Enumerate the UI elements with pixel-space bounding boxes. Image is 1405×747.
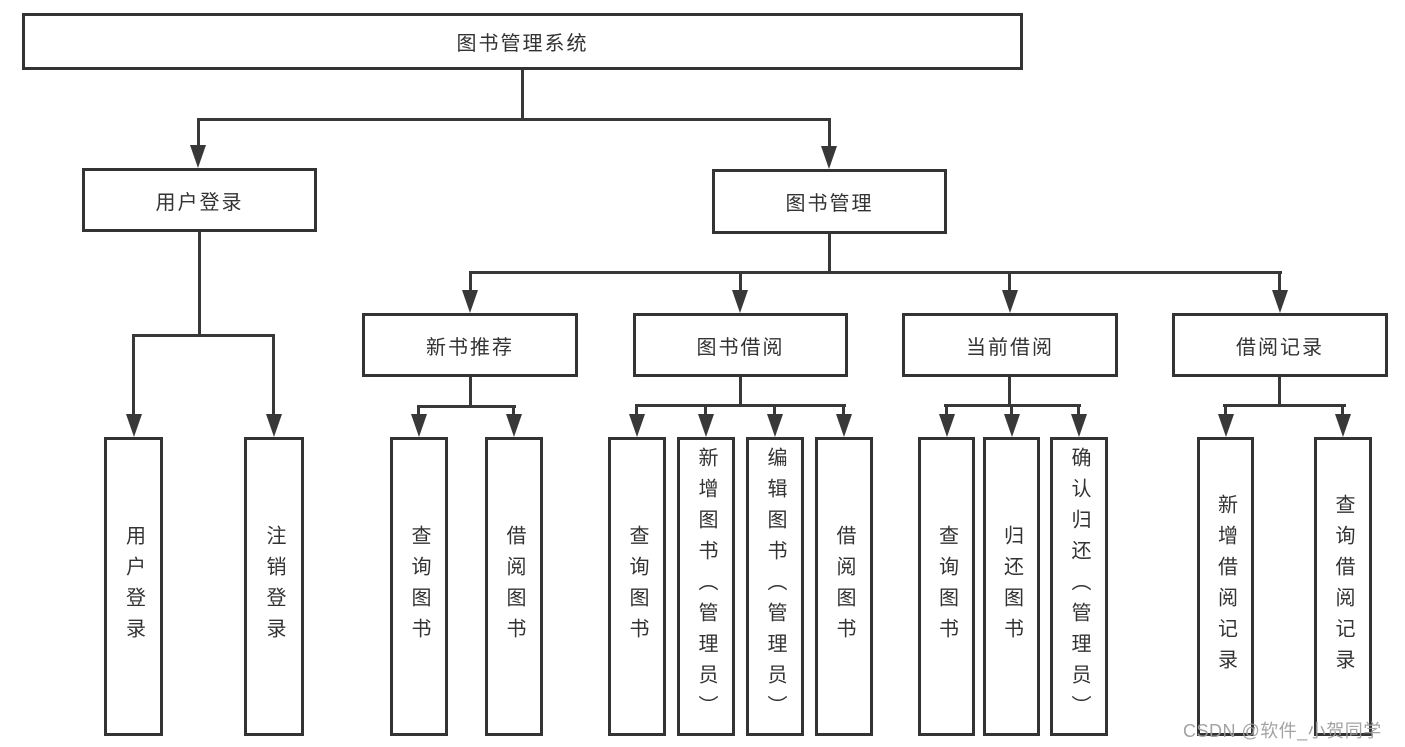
node-book-management: 图书管理 [712, 169, 947, 234]
leaf-query-books-borrowing: 查询图书 [608, 437, 666, 736]
connector-vline [512, 407, 515, 416]
node-book-borrowing: 图书借阅 [633, 313, 848, 377]
node-current-borrowing: 当前借阅 [902, 313, 1118, 377]
connector-vline [1341, 406, 1344, 416]
leaf-add-borrow-record: 新增借阅记录 [1197, 437, 1254, 736]
leaf-edit-books-admin: 编辑图书（管理员） [746, 437, 804, 736]
leaf-label: 查询图书 [408, 524, 430, 649]
leaf-borrow-books-recommend: 借阅图书 [485, 437, 543, 736]
leaf-query-borrow-record: 查询借阅记录 [1314, 437, 1372, 736]
connector-arrowhead-down-icon [836, 414, 852, 437]
connector-vline [197, 120, 200, 147]
csdn-watermark: CSDN @软件_小贺同学 [1183, 721, 1382, 741]
node-library-management-system: 图书管理系统 [22, 13, 1023, 70]
leaf-confirm-return-admin: 确认归还（管理员） [1050, 437, 1108, 736]
connector-vline [739, 377, 742, 407]
connector-vline [1008, 273, 1011, 292]
leaf-query-books-current: 查询图书 [918, 437, 975, 736]
connector-arrowhead-down-icon [732, 290, 748, 313]
node-new-book-recommendation: 新书推荐 [362, 313, 578, 377]
leaf-label: 用户登录 [122, 524, 145, 649]
leaf-logout-login: 注销登录 [244, 437, 304, 736]
connector-arrowhead-down-icon [462, 290, 478, 313]
connector-arrowhead-down-icon [698, 414, 714, 437]
connector-arrowhead-down-icon [506, 414, 522, 437]
connector-arrowhead-down-icon [767, 414, 783, 437]
connector-vline [1008, 377, 1011, 407]
connector-hline [469, 271, 1282, 274]
connector-arrowhead-down-icon [1335, 414, 1351, 437]
connector-arrowhead-down-icon [266, 414, 282, 437]
connector-vline [1010, 406, 1013, 416]
connector-vline [1278, 377, 1281, 407]
connector-vline [704, 406, 707, 416]
connector-vline [132, 336, 135, 415]
connector-vline [521, 70, 524, 118]
leaf-label: 新增图书（管理员） [695, 447, 717, 726]
connector-arrowhead-down-icon [1218, 414, 1234, 437]
leaf-return-books: 归还图书 [983, 437, 1040, 736]
connector-vline [842, 406, 845, 416]
leaf-label: 注销登录 [263, 524, 285, 649]
connector-vline [1077, 406, 1080, 416]
leaf-label: 编辑图书（管理员） [764, 447, 786, 726]
connector-arrowhead-down-icon [1002, 290, 1018, 313]
connector-hline [1223, 404, 1346, 407]
connector-vline [469, 377, 472, 408]
connector-vline [828, 120, 831, 147]
connector-hline [944, 404, 1081, 407]
leaf-label: 查询图书 [935, 524, 958, 649]
leaf-label: 新增借阅记录 [1214, 493, 1237, 680]
leaf-label: 查询图书 [626, 524, 648, 649]
node-borrowing-records: 借阅记录 [1172, 313, 1388, 377]
connector-vline [417, 407, 420, 416]
connector-vline [198, 232, 201, 337]
connector-vline [272, 336, 275, 415]
connector-vline [1224, 406, 1227, 416]
connector-arrowhead-down-icon [821, 146, 837, 169]
leaf-label: 借阅图书 [503, 524, 525, 649]
connector-vline [828, 234, 831, 273]
leaf-label: 确认归还（管理员） [1068, 447, 1090, 726]
leaf-label: 查询借阅记录 [1332, 493, 1354, 680]
leaf-query-books-recommend: 查询图书 [390, 437, 448, 736]
connector-arrowhead-down-icon [1272, 290, 1288, 313]
connector-vline [739, 273, 742, 292]
connector-hline [635, 404, 846, 407]
connector-hline [417, 405, 516, 408]
connector-arrowhead-down-icon [1071, 414, 1087, 437]
leaf-label: 借阅图书 [833, 524, 855, 649]
connector-vline [1278, 273, 1281, 292]
connector-vline [773, 406, 776, 416]
connector-vline [635, 406, 638, 416]
connector-vline [945, 406, 948, 416]
leaf-user-login: 用户登录 [104, 437, 163, 736]
leaf-borrow-books-borrowing: 借阅图书 [815, 437, 873, 736]
connector-arrowhead-down-icon [190, 145, 206, 168]
connector-arrowhead-down-icon [1004, 414, 1020, 437]
leaf-label: 归还图书 [1000, 524, 1023, 649]
leaf-add-books-admin: 新增图书（管理员） [677, 437, 735, 736]
node-user-login: 用户登录 [82, 168, 317, 232]
connector-vline [469, 273, 472, 292]
connector-hline [197, 118, 831, 121]
connector-hline [132, 334, 275, 337]
connector-arrowhead-down-icon [126, 414, 142, 437]
connector-arrowhead-down-icon [629, 414, 645, 437]
connector-arrowhead-down-icon [939, 414, 955, 437]
connector-arrowhead-down-icon [411, 414, 427, 437]
